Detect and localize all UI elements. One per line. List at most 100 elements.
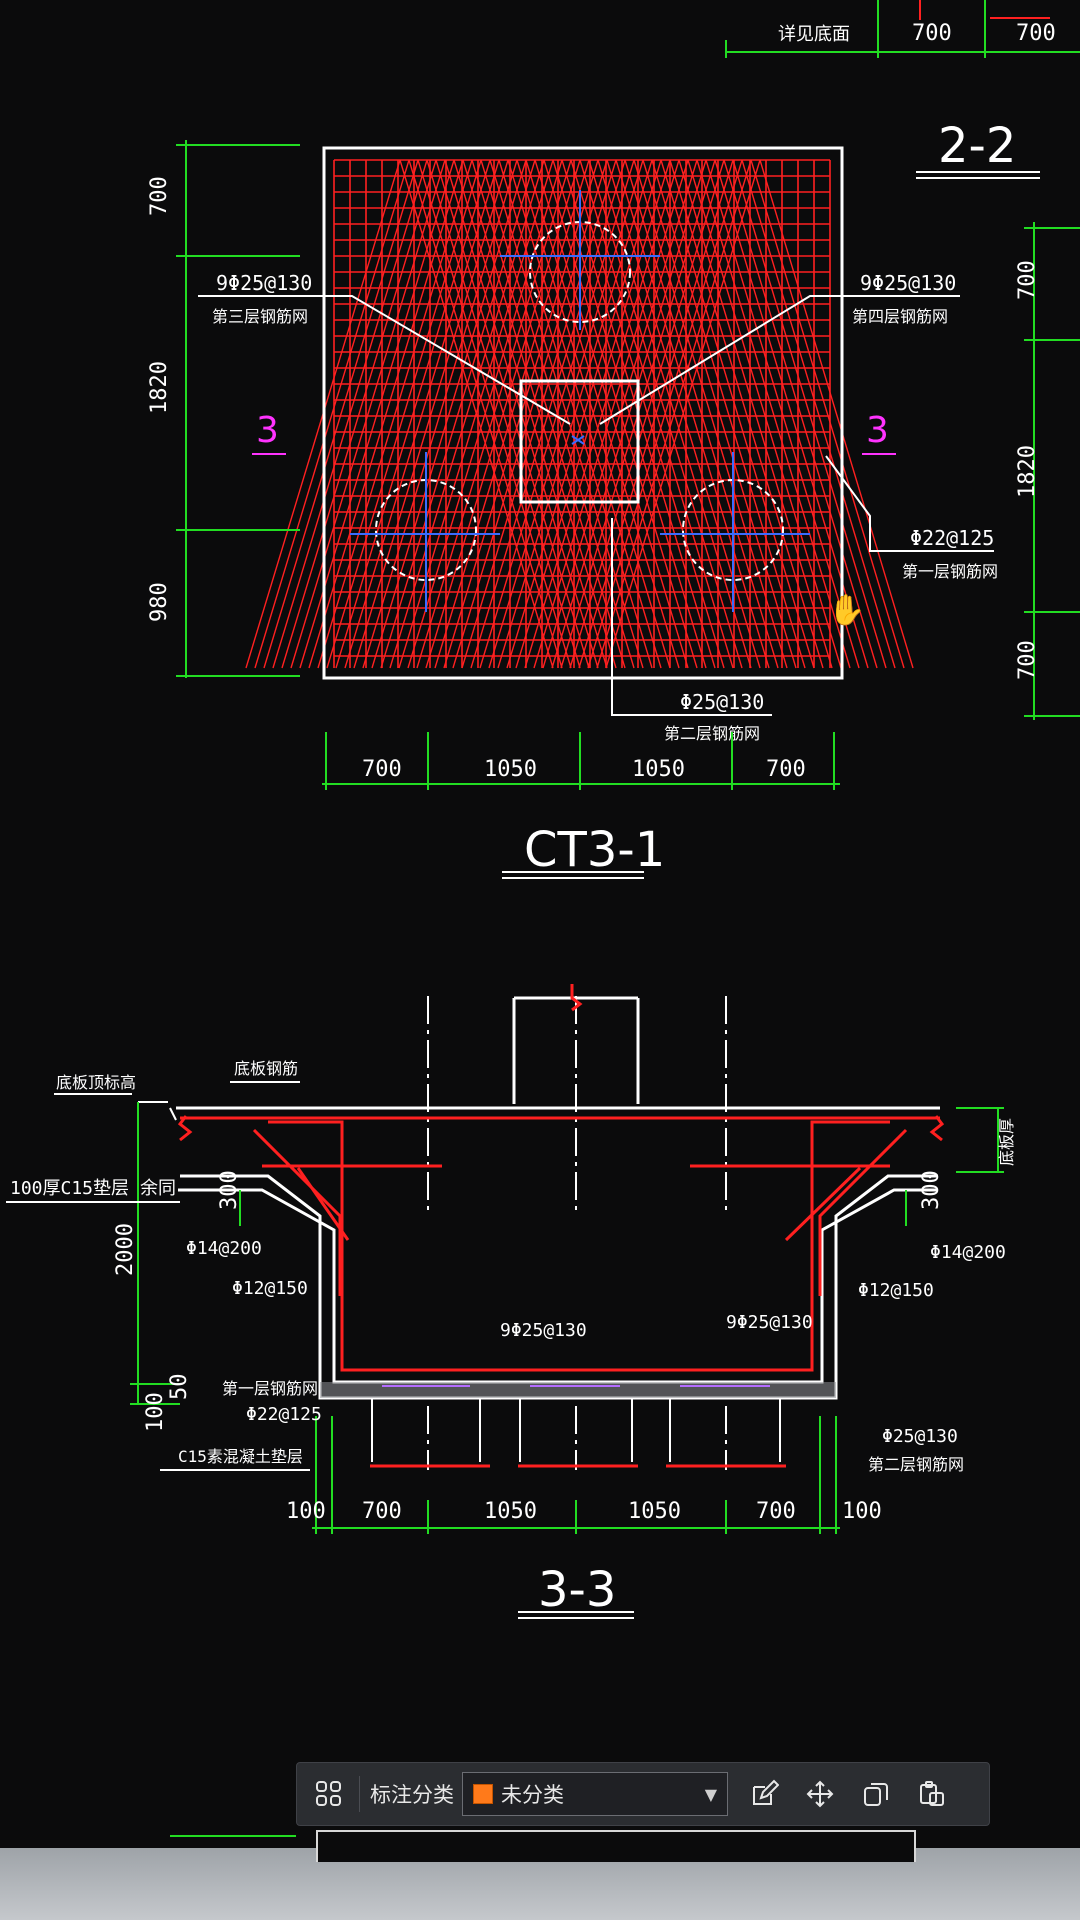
move-icon[interactable] (798, 1772, 842, 1816)
rebar-line (407, 159, 563, 669)
rebar-line (497, 159, 653, 669)
rebar-line (308, 159, 464, 669)
section-dim-2: 700 (362, 1499, 402, 1524)
section-cut-right: 3 (866, 410, 889, 451)
rebar-line (741, 159, 896, 669)
rebar-line (479, 159, 635, 669)
annotation-toolbar: 标注分类 未分类 ▼ (296, 1762, 990, 1826)
column-outline (519, 379, 640, 504)
section-cut-left: 3 (256, 410, 279, 451)
section-view: 底板顶标高 底板钢筋 100厚C15垫层 余同 Φ14@200 Φ14@200 … (6, 984, 1016, 1619)
rebar-line (272, 159, 428, 669)
right-dim-1: 700 (1015, 260, 1040, 300)
section-title: 3-3 (538, 1562, 616, 1618)
section-rebar (177, 984, 945, 1468)
annotation-category-select[interactable]: 未分类 ▼ (462, 1772, 728, 1816)
rebar-line (633, 159, 788, 669)
top-dim-1: 700 (912, 21, 952, 46)
category-select-value: 未分类 (501, 1783, 564, 1807)
cursor-hand-icon: ✋ (828, 592, 865, 628)
paste-icon[interactable] (910, 1772, 954, 1816)
label-remark: 余同 (140, 1178, 176, 1199)
section-dim-3: 1050 (484, 1499, 537, 1524)
rebar-line (335, 159, 491, 669)
rebar-line (317, 159, 473, 669)
top-strip: 详见底面 700 700 (725, 0, 1080, 58)
label-phi14-right: Φ14@200 (930, 1242, 1006, 1263)
section-axes (427, 996, 727, 1470)
right-dim-2: 1820 (1015, 445, 1040, 498)
section-dim-1: 100 (286, 1499, 326, 1524)
rebar-line (759, 159, 914, 669)
bottom-panel-frame (316, 1830, 916, 1862)
label-dim300-right: 300 (919, 1170, 944, 1210)
rebar-line (551, 159, 707, 669)
rebar-line (326, 159, 482, 669)
top-strip-label: 详见底面 (778, 24, 850, 45)
note-side-rebar: Φ22@125 (910, 526, 994, 550)
note-left-layer: 第三层钢筋网 (212, 307, 308, 326)
rebar-line (705, 159, 860, 669)
pile-axes (350, 190, 810, 612)
bottom-dim-3: 1050 (632, 757, 685, 782)
label-phi22: Φ22@125 (246, 1404, 322, 1425)
plan-view: 2-2 9Φ25@130 第三层钢筋网 9Φ25@130 第四层 (147, 118, 1080, 879)
label-base-level: 底板顶标高 (56, 1073, 136, 1092)
label-phi12-left: Φ12@150 (232, 1278, 308, 1299)
note-bottom-rebar: Φ25@130 (680, 690, 764, 714)
rebar-mesh (245, 159, 914, 669)
rebar-line (344, 159, 500, 669)
label-rebar-right: 9Φ25@130 (726, 1312, 813, 1333)
rebar-line (488, 159, 644, 669)
bottom-dim-4: 700 (766, 757, 806, 782)
rebar-line (587, 159, 743, 669)
rebar-line (263, 159, 419, 669)
right-dimension-chain (1024, 222, 1080, 720)
rebar-line (506, 159, 662, 669)
rebar-line (524, 159, 680, 669)
annotation-category-label: 标注分类 (370, 1783, 454, 1807)
note-left-rebar: 9Φ25@130 (216, 271, 312, 295)
note-right-rebar: 9Φ25@130 (860, 271, 956, 295)
copy-icon[interactable] (854, 1772, 898, 1816)
leader-lines (198, 295, 994, 716)
label-phi12-right: Φ12@150 (858, 1280, 934, 1301)
rebar-line (732, 159, 887, 669)
rebar-line (380, 159, 536, 669)
rebar-line (642, 159, 797, 669)
top-dim-2: 700 (1016, 21, 1056, 46)
rebar-line (750, 159, 905, 669)
rebar-line (362, 159, 518, 669)
label-layer2: 第二层钢筋网 (868, 1455, 964, 1474)
apps-icon[interactable] (307, 1772, 351, 1816)
rebar-line (678, 159, 833, 669)
rebar-line (389, 159, 545, 669)
rebar-line (425, 159, 581, 669)
note-bottom-layer: 第二层钢筋网 (664, 724, 760, 743)
rebar-line (723, 159, 878, 669)
rebar-line (596, 159, 752, 669)
rebar-line (651, 159, 806, 669)
label-phi14-left: Φ14@200 (186, 1238, 262, 1259)
section-piles (371, 1398, 781, 1462)
chevron-down-icon: ▼ (704, 1784, 717, 1804)
rebar-line (461, 159, 617, 669)
edit-icon[interactable] (742, 1772, 786, 1816)
rebar-line (515, 159, 671, 669)
note-right-layer: 第四层钢筋网 (852, 307, 948, 326)
rebar-line (569, 159, 725, 669)
toolbar-actions (742, 1772, 954, 1816)
bottom-dim-2: 1050 (484, 757, 537, 782)
section-column (512, 996, 640, 1104)
label-phi25: Φ25@130 (882, 1426, 958, 1447)
label-c15: C15素混凝土垫层 (178, 1447, 303, 1466)
cushion-layer (320, 1382, 836, 1398)
rebar-line (533, 159, 689, 669)
rebar-line (290, 159, 446, 669)
bottom-dimension-chain (322, 732, 840, 790)
right-dim-3: 700 (1015, 640, 1040, 680)
section-dim-5: 700 (756, 1499, 796, 1524)
rebar-line (669, 159, 824, 669)
left-dimension-chain (176, 140, 300, 678)
